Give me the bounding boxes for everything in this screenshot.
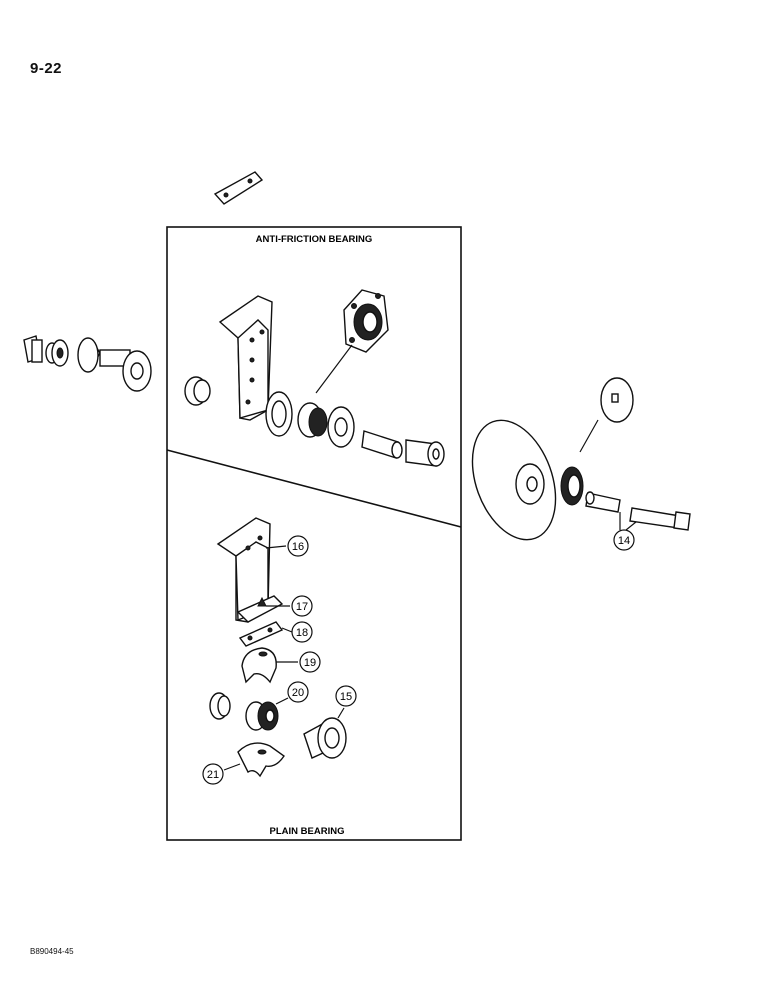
plain-bearing-title: PLAIN BEARING (270, 826, 345, 837)
leader-15 (337, 707, 345, 719)
leader-housing (315, 344, 353, 394)
disc-blade-part (471, 419, 557, 541)
anti-friction-bracket-part (218, 295, 273, 421)
svg-text:14: 14 (618, 535, 630, 547)
leader-20 (275, 697, 289, 705)
anti-friction-seal-cap-part (184, 376, 211, 406)
anti-friction-spacer-tube-part (361, 430, 445, 467)
svg-text:20: 20 (292, 687, 304, 699)
callout-20: 20 (287, 681, 309, 703)
leader-18 (281, 627, 293, 633)
anti-friction-bearing-title: ANTI-FRICTION BEARING (256, 234, 373, 245)
callout-21: 21 (202, 763, 224, 785)
anti-friction-bearing-set-part (265, 391, 355, 448)
callout-19: 19 (299, 651, 321, 673)
dust-cap-part (600, 377, 634, 423)
plain-bearing-bracket-part (216, 517, 284, 623)
plain-bearing-plate-part (238, 621, 284, 647)
leader-dust-cap (579, 419, 599, 453)
callout-15: 15 (335, 685, 357, 707)
mounting-plate-part (213, 171, 264, 205)
callout-18: 18 (291, 621, 313, 643)
disc-hub-part (560, 466, 584, 506)
leader-16 (265, 545, 287, 549)
svg-text:19: 19 (304, 657, 316, 669)
callout-16: 16 (287, 535, 309, 557)
svg-text:17: 17 (296, 601, 308, 613)
svg-text:18: 18 (296, 627, 308, 639)
callout-17: 17 (291, 595, 313, 617)
panel-frame (166, 226, 462, 841)
figure-code: B890494-45 (30, 947, 74, 956)
svg-text:15: 15 (340, 691, 352, 703)
flanged-spool-part (303, 717, 347, 759)
flange-bearing-housing-part (343, 289, 389, 353)
hub-bolts-part (585, 491, 691, 531)
left-axle-assembly-part (23, 335, 152, 392)
leader-21 (223, 763, 241, 771)
bearing-insert-part (245, 701, 279, 731)
upper-bearing-cap-part (241, 647, 277, 684)
lower-bearing-cap-part (237, 742, 285, 778)
page-number: 9-22 (30, 60, 63, 77)
leader-14b (625, 521, 637, 531)
callout-14: 14 (613, 529, 635, 551)
panel-divider (166, 449, 462, 528)
svg-text:21: 21 (207, 769, 219, 781)
svg-text:16: 16 (292, 541, 304, 553)
plain-bearing-washer-part (209, 692, 231, 720)
